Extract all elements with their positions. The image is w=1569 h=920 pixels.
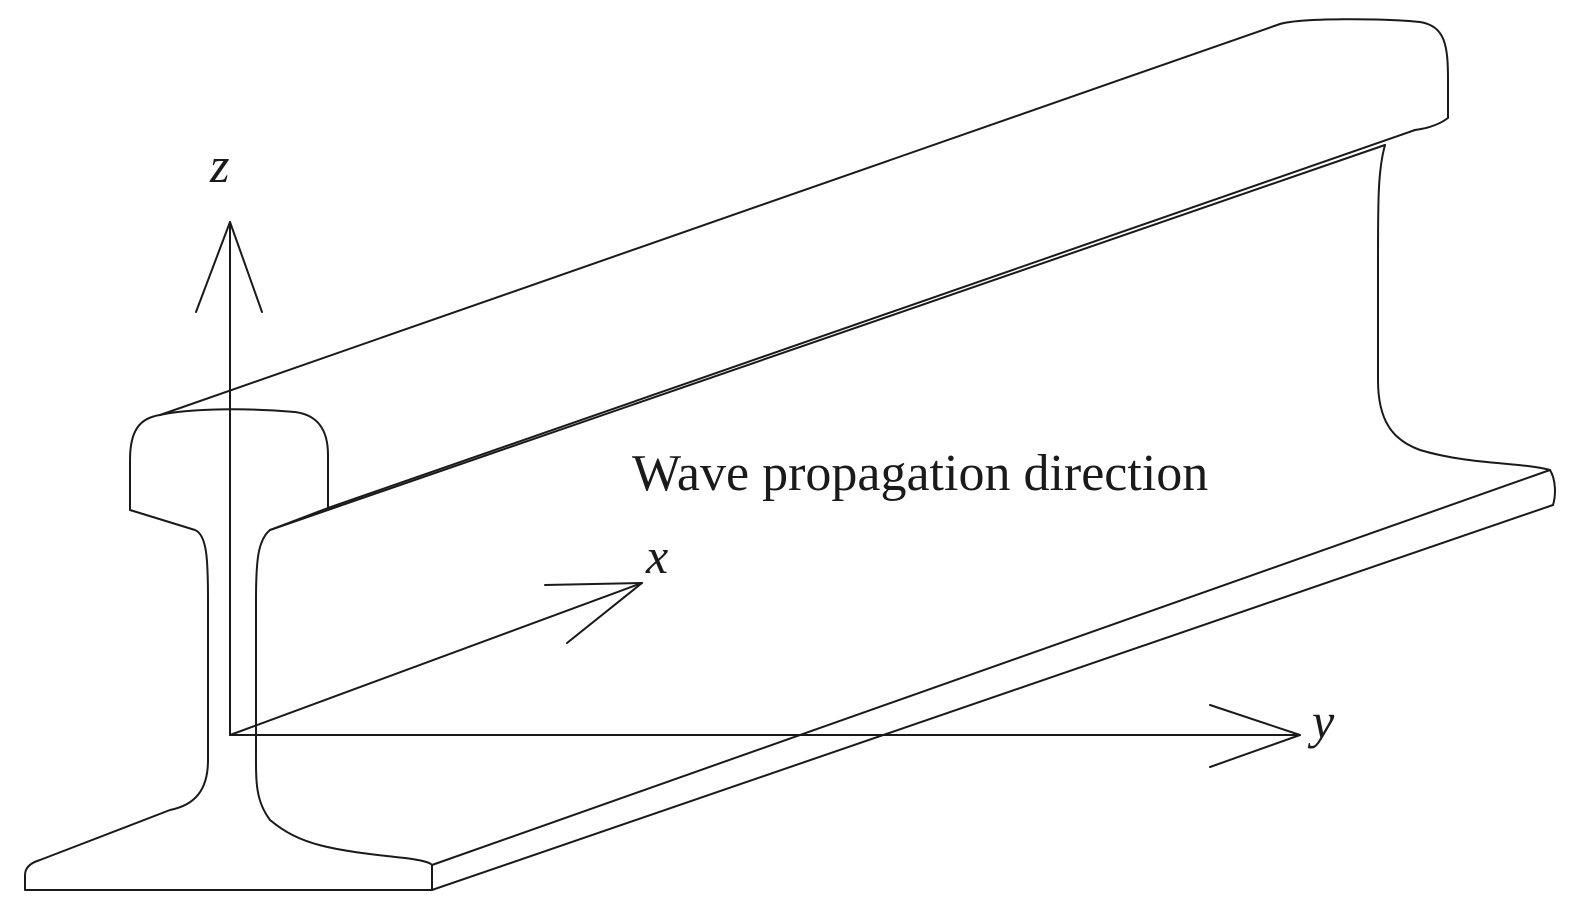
rail-foot-bottom-edge	[431, 504, 1554, 891]
z-axis-label: z	[209, 137, 229, 193]
rail-head-near-edge	[327, 129, 1416, 509]
rail-head-back-end	[1279, 18, 1449, 131]
x-axis-arrowhead	[544, 582, 643, 644]
rail-head-ridge	[269, 144, 1386, 531]
x-axis-line	[229, 582, 643, 736]
rail-front-profile	[24, 408, 433, 891]
y-axis-arrowhead	[1209, 704, 1301, 768]
rail-foot-top-edge	[431, 469, 1551, 866]
y-axis-label: y	[1307, 693, 1335, 749]
x-axis-label: x	[645, 528, 668, 584]
wave-propagation-caption: Wave propagation direction	[632, 445, 1208, 502]
rail-web-back-profile	[1377, 144, 1556, 506]
rail-head-top-far-edge	[159, 23, 1281, 416]
z-axis-arrowhead	[195, 221, 263, 313]
